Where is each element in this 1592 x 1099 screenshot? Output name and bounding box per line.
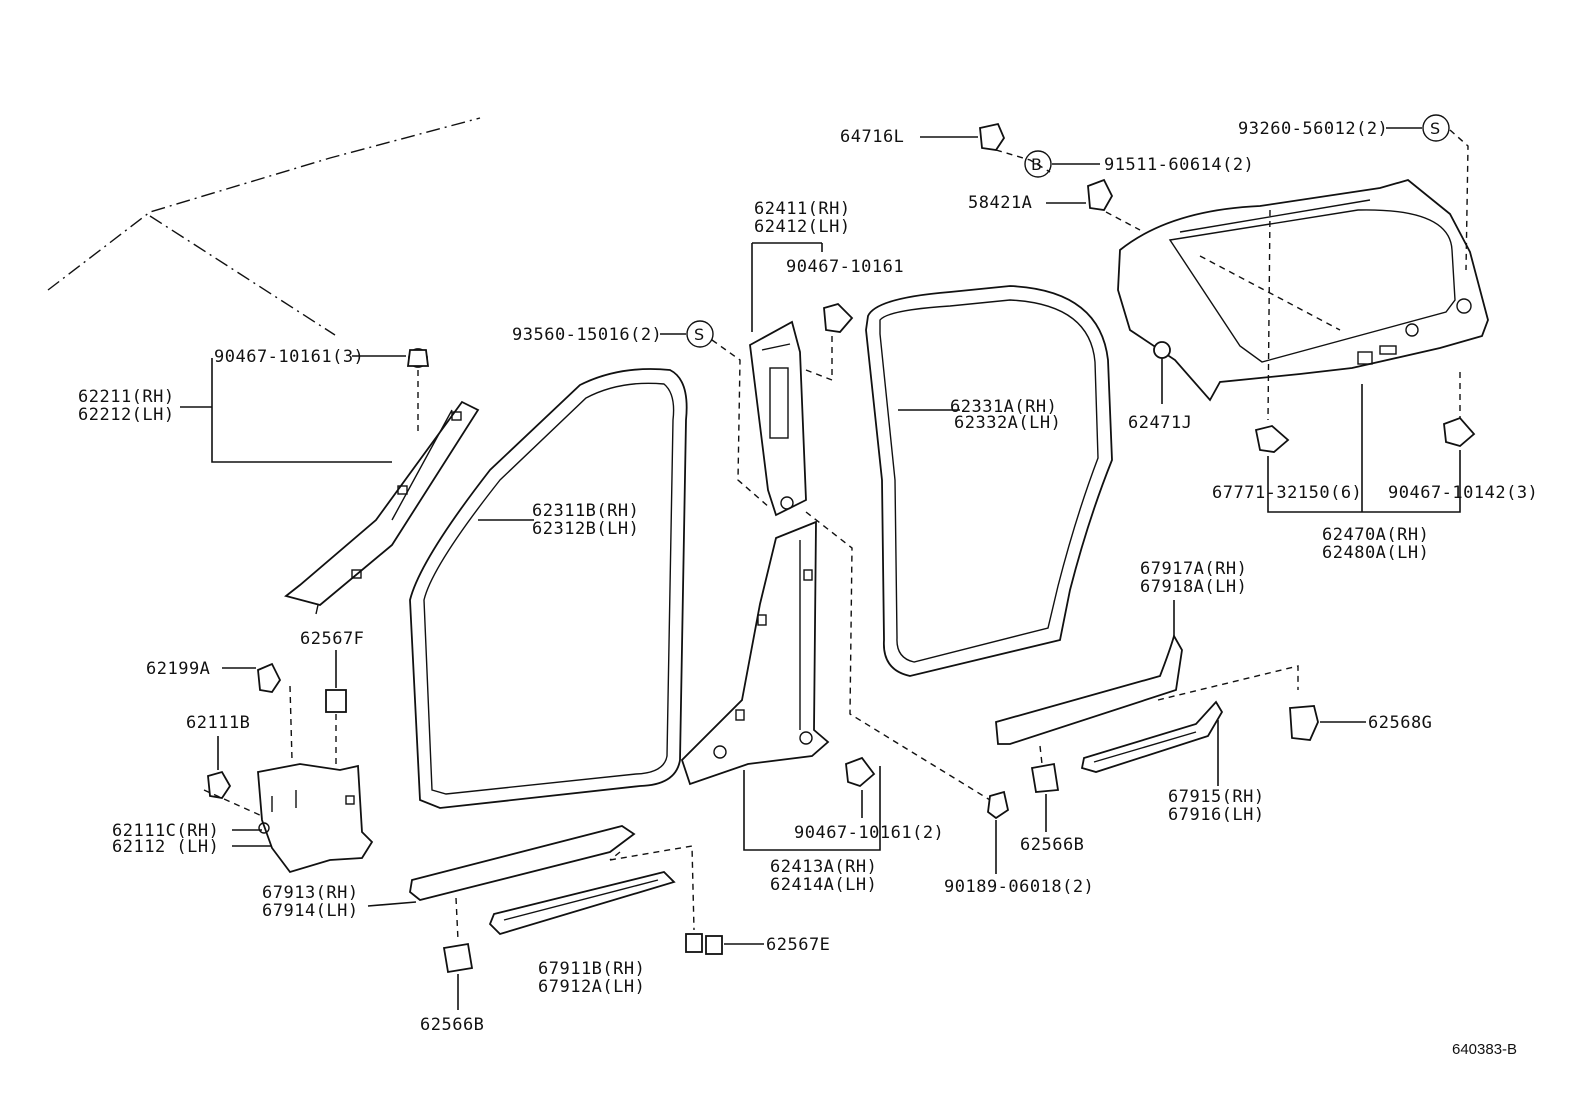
clip-62568G [1289,705,1319,741]
label-67917A: 67917A(RH) [1140,559,1247,579]
label-62567E: 62567E [766,935,830,955]
label-62566B-rear: 62566B [1020,835,1084,855]
front-pillar-garnish [284,400,480,615]
rear-door-weatherstrip [865,285,1113,677]
label-62332A: 62332A(LH) [954,413,1061,433]
label-62211: 62211(RH) [78,387,175,407]
clip-62566B-front [442,942,474,974]
front-door-weatherstrip [409,368,688,809]
label-62414A: 62414A(LH) [770,875,877,895]
roof-side-inner-garnish [1117,179,1489,402]
body-reference-lines [47,117,481,336]
label-67915: 67915(RH) [1168,787,1265,807]
label-62568G: 62568G [1368,713,1432,733]
dash-scuff-link [609,851,621,861]
label-67913: 67913(RH) [262,883,359,903]
label-62470A: 62470A(RH) [1322,525,1429,545]
label-67912A: 67912A(LH) [538,977,645,997]
label-91511: 91511-60614(2) [1104,155,1254,175]
label-67918A: 67918A(LH) [1140,577,1247,597]
label-90467-pillar: 90467-10161(3) [214,347,364,367]
s-symbol-mid: S [686,320,714,348]
label-90467-center: 90467-10161 [786,257,904,277]
b-symbol: B [1024,150,1052,178]
label-62471J: 62471J [1128,413,1192,433]
dash-62567E [609,845,695,931]
cap-64716L [979,122,1006,151]
diagram-code: 640383-B [1452,1041,1517,1058]
label-67916: 67916(LH) [1168,805,1265,825]
label-62411: 62411(RH) [754,199,851,219]
s-symbol-top: S [1422,114,1450,142]
label-62111B: 62111B [186,713,250,733]
label-90467-lower: 90467-10161(2) [794,823,944,843]
label-62199A: 62199A [146,659,210,679]
front-scuff-plate-inner [409,825,636,901]
label-67914: 67914(LH) [262,901,359,921]
clip-90467-d [845,756,876,788]
bracket-62413A [743,766,881,851]
clip-90467-c [1443,416,1476,447]
rear-scuff-plate-inner [995,633,1183,745]
center-pillar-upper-garnish [749,320,807,517]
dash-67917A [1157,665,1299,701]
cowl-side-trim [257,763,374,874]
dash-67771 [1267,209,1271,421]
label-62567F: 62567F [300,629,364,649]
leader-67913 [367,901,417,907]
dash-inner-window [1199,255,1341,331]
bracket-62211 [211,358,392,463]
clip-62199A [257,662,282,693]
dash-64716L [995,149,1051,173]
label-62312B: 62312B(LH) [532,519,639,539]
dash-62199A [289,685,293,761]
s-symbol-top-letter: S [1430,119,1440,138]
label-90189: 90189-06018(2) [944,877,1094,897]
label-62331A: 62331A(RH) [950,397,1057,417]
bracket-62470A [1267,450,1461,513]
clip-62566B-rear [1030,762,1060,793]
clip-90189 [987,790,1010,820]
clip-62111B [207,770,232,799]
dash-67913 [455,897,459,941]
label-62212: 62212(LH) [78,405,175,425]
dash-58421A [1105,211,1141,231]
label-93260: 93260-56012(2) [1238,119,1388,139]
label-62412: 62412(LH) [754,217,851,237]
rear-scuff-plate-outer [1080,700,1224,773]
label-93560: 93560-15016(2) [512,325,662,345]
clip-62567F [325,689,347,713]
label-62566B-front: 62566B [420,1015,484,1035]
label-62112: 62112 (LH) [112,837,219,857]
front-scuff-plate-outer [488,871,676,936]
label-62413A: 62413A(RH) [770,857,877,877]
dash-93260 [1449,129,1469,271]
s-symbol-mid-letter: S [694,325,704,344]
dash-62566B-rear [1039,745,1043,765]
label-62111C: 62111C(RH) [112,821,219,841]
label-62480A: 62480A(LH) [1322,543,1429,563]
clip-90467-a [406,348,430,432]
clip-67771 [1254,425,1290,453]
label-58421A: 58421A [968,193,1032,213]
clip-62567E [685,933,723,955]
label-64716L: 64716L [840,127,904,147]
label-67911B: 67911B(RH) [538,959,645,979]
clip-90467-center [805,302,854,382]
label-67771: 67771-32150(6) [1212,483,1362,503]
b-symbol-letter: B [1031,155,1042,174]
clip-62471J [1153,341,1171,404]
label-62311B: 62311B(RH) [532,501,639,521]
clip-58421A [1087,178,1114,211]
label-90467-quarter: 90467-10142(3) [1388,483,1538,503]
center-pillar-lower-garnish [680,520,830,786]
